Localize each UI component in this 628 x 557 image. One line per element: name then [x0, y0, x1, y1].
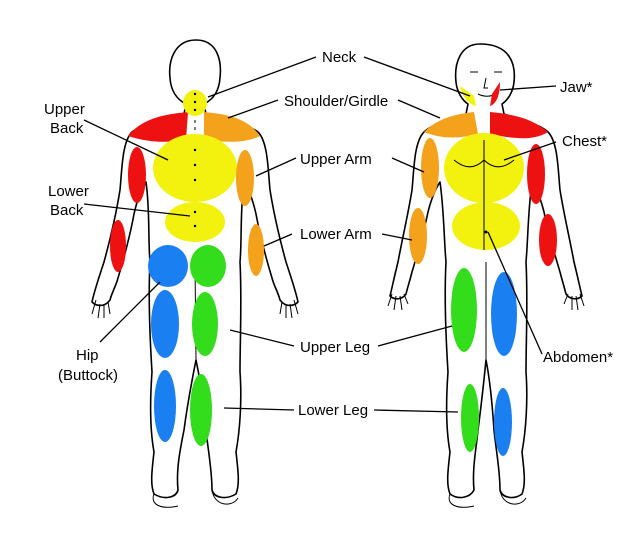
- back-upper-back-right-orange: [204, 112, 260, 142]
- front-lower-leg-right-blue: [494, 388, 512, 456]
- leader-lines: [83, 56, 557, 413]
- label-lower-back-line1: Lower: [48, 183, 89, 200]
- label-jaw: Jaw*: [560, 79, 593, 96]
- back-upper-arm-left-red: [128, 147, 146, 203]
- back-lower-arm-right-orange: [248, 224, 264, 276]
- front-abdomen-yellow: [452, 202, 520, 250]
- back-lower-leg-left-blue: [154, 370, 176, 442]
- back-lower-leg-right-green: [190, 374, 212, 446]
- label-shoulder-girdle: Shoulder/Girdle: [284, 93, 388, 110]
- front-jaw-left-yellow: [460, 86, 476, 106]
- front-shoulder-left-orange: [424, 112, 478, 138]
- front-upper-leg-right-blue: [491, 272, 517, 356]
- label-lower-arm: Lower Arm: [300, 226, 372, 243]
- label-upper-leg: Upper Leg: [300, 339, 370, 356]
- spine-markings: [193, 92, 197, 228]
- back-lower-arm-left-red: [110, 220, 126, 272]
- back-upper-leg-right-green: [192, 292, 218, 356]
- front-shoulder-right-red: [490, 112, 548, 139]
- back-upper-back-yellow: [153, 134, 237, 202]
- back-lower-back-yellow: [165, 202, 225, 242]
- label-upper-back-line1: Upper: [44, 101, 85, 118]
- label-lower-back-line2: Back: [50, 202, 84, 219]
- label-chest: Chest*: [562, 133, 607, 150]
- front-upper-leg-left-green: [451, 268, 477, 352]
- front-lower-arm-right-red: [539, 214, 557, 266]
- label-hip-line2: (Buttock): [58, 367, 118, 384]
- label-upper-arm: Upper Arm: [300, 151, 372, 168]
- front-upper-arm-left-orange: [421, 138, 439, 198]
- label-neck: Neck: [322, 49, 357, 66]
- back-upper-leg-left-blue: [151, 290, 179, 358]
- back-upper-arm-right-orange: [236, 150, 254, 206]
- front-lower-arm-left-orange: [409, 208, 427, 264]
- back-view-figure: [91, 39, 299, 508]
- label-hip-line1: Hip: [76, 347, 99, 364]
- back-hip-right-green: [190, 245, 226, 287]
- front-view-figure: [387, 43, 585, 508]
- label-lower-leg: Lower Leg: [298, 402, 368, 419]
- front-jaw-right-red: [490, 82, 500, 106]
- back-upper-back-left-red: [128, 112, 188, 142]
- front-upper-arm-right-red: [527, 144, 545, 204]
- label-upper-back-line2: Back: [50, 120, 84, 137]
- front-lower-leg-left-green: [461, 384, 479, 452]
- label-abdomen: Abdomen*: [543, 349, 613, 366]
- region-labels: Neck Jaw* Upper Back Shoulder/Girdle Che…: [44, 49, 613, 419]
- back-hip-left-blue: [148, 245, 188, 287]
